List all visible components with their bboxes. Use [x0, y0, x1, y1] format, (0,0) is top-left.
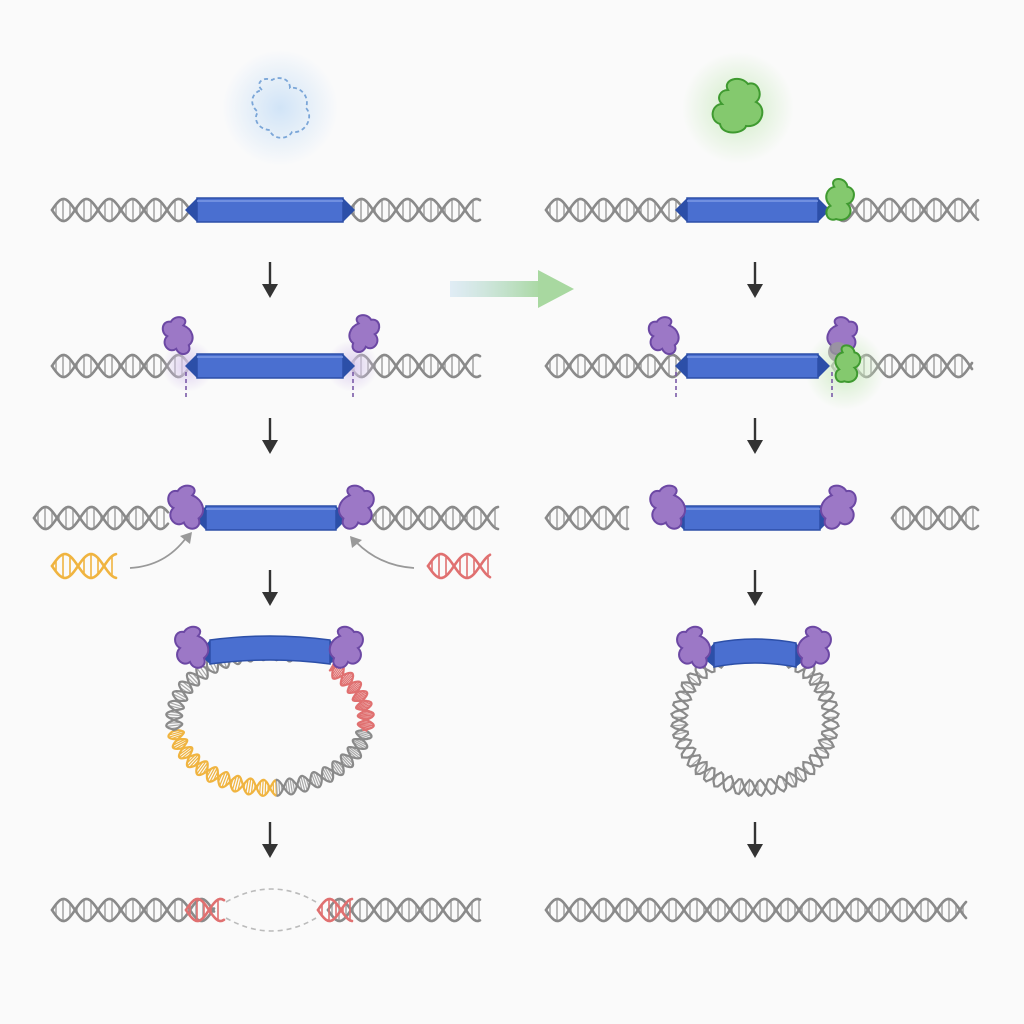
- transposase-protein-icon: [161, 316, 194, 355]
- dna-helix-left-row5-b: [326, 897, 482, 923]
- transposase-protein-icon: [796, 625, 832, 669]
- excision-gap-outline: [225, 888, 317, 903]
- transposon-element-icon: [675, 197, 830, 223]
- transposase-protein-icon: [348, 314, 381, 353]
- down-arrow-icon: [262, 570, 278, 606]
- active-green-protein-icon: [711, 77, 764, 134]
- transposase-protein-icon: [819, 484, 857, 530]
- transposon-element-icon: [675, 353, 830, 379]
- transposon-element-icon: [198, 635, 342, 665]
- transposon-element-icon: [194, 505, 348, 531]
- dna-helix-left-row1-b: [348, 197, 482, 223]
- transposase-protein-icon: [328, 625, 364, 669]
- inactive-protein-outline-icon: [251, 77, 311, 139]
- down-arrow-icon: [262, 418, 278, 454]
- red-scar-right: [316, 897, 354, 923]
- down-arrow-icon: [262, 262, 278, 298]
- dna-helix-right-row3-b: [890, 505, 980, 531]
- transposase-protein-icon: [647, 316, 680, 355]
- dna-helix-right-row2-a: [544, 353, 682, 379]
- green-protein-icon: [825, 177, 855, 221]
- transposase-protein-icon: [174, 625, 210, 669]
- down-arrow-icon: [747, 262, 763, 298]
- red-dna-fragment: [426, 552, 492, 580]
- dna-helix-right-row1-b: [830, 197, 980, 223]
- down-arrow-icon: [747, 822, 763, 858]
- transition-arrow-icon: [450, 270, 574, 308]
- transposase-protein-icon: [167, 484, 205, 530]
- transposon-element-icon: [672, 505, 832, 531]
- curved-insert-arrow-head: [180, 532, 192, 544]
- yellow-dna-fragment: [50, 552, 118, 580]
- transposase-protein-icon: [337, 484, 375, 530]
- dna-helix-left-row3-b: [370, 505, 500, 531]
- red-scar-left: [184, 897, 226, 923]
- dna-strands: [32, 197, 980, 923]
- down-arrow-icon: [747, 418, 763, 454]
- dna-helix-right-row3-a: [544, 505, 630, 531]
- excision-gap-outline: [225, 917, 317, 932]
- dna-helix-left-row3-a: [32, 505, 170, 531]
- dna-helix-left-row1-a: [50, 197, 192, 223]
- transposon-element-icon: [185, 353, 355, 379]
- dna-helix-right-row5: [544, 897, 968, 923]
- transposase-protein-icon: [676, 625, 712, 669]
- transposon-element-icon: [702, 638, 808, 668]
- diagram-elements: [129, 177, 885, 932]
- green-protein-icon: [834, 344, 862, 383]
- transposon-element-icon: [185, 197, 355, 223]
- curved-insert-arrow-head: [350, 536, 362, 548]
- curved-insert-arrow-icon: [129, 537, 187, 569]
- down-arrow-icon: [262, 822, 278, 858]
- down-arrow-icon: [747, 570, 763, 606]
- transposase-protein-icon: [649, 484, 687, 530]
- dna-helix-right-row1-a: [544, 197, 682, 223]
- curved-insert-arrow-icon: [355, 541, 415, 569]
- inactive-protein-halo: [222, 50, 338, 166]
